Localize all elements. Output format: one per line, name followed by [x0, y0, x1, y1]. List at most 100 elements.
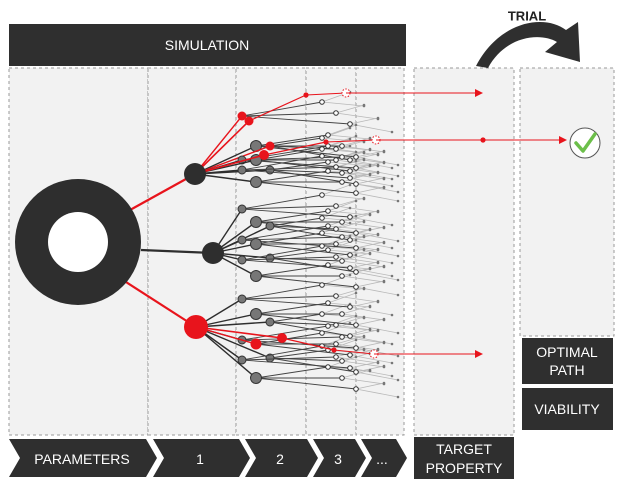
branch-l3-2-2-0 [269, 313, 323, 323]
light-node-329 [396, 378, 400, 382]
light-branch-223 [349, 267, 393, 277]
light-node-252 [376, 299, 380, 303]
leaf-node-35 [333, 146, 339, 152]
leaf-node-290 [339, 334, 345, 340]
light-branch-116 [355, 186, 385, 194]
red-path-2a [194, 154, 265, 175]
leaf-node-200 [339, 258, 345, 264]
red-path-3b [281, 337, 335, 351]
light-node-194 [390, 261, 394, 265]
simulation-tree [125, 88, 381, 392]
target-property-line1: TARGET [436, 441, 492, 457]
branch-root-3 [125, 281, 197, 328]
light-branch-248 [335, 295, 379, 303]
leaf-node-320 [339, 358, 345, 364]
light-node-177 [382, 240, 386, 244]
chevron-parameters [9, 439, 157, 477]
target-property-line2: PROPERTY [426, 460, 503, 476]
light-branch-201 [341, 252, 371, 262]
light-branch-311 [349, 348, 379, 356]
leaf-node-10 [347, 121, 353, 127]
light-node-242 [348, 273, 352, 277]
optimal-path-line2: PATH [549, 362, 584, 378]
light-node-222 [376, 260, 380, 264]
light-branch-191 [349, 248, 379, 256]
leaf-node-130 [347, 214, 353, 220]
light-node-87 [382, 176, 386, 180]
stage-label-step-2: 2 [276, 451, 284, 467]
node-l2-2-1 [250, 308, 262, 320]
light-branch-133 [349, 216, 393, 226]
branch-l3-1-2-0 [269, 217, 323, 227]
light-node-269 [396, 331, 400, 335]
leaf-node-310 [347, 352, 353, 358]
checkmark-icon [569, 127, 601, 159]
branch-l3-2-4-0 [255, 332, 323, 345]
leaf-node-240 [319, 282, 325, 288]
light-branch-198 [327, 249, 371, 255]
node-l2-2-7 [250, 372, 262, 384]
node-l2-0-5 [265, 165, 275, 175]
stage-label-step-more: ... [376, 451, 388, 467]
leaf-node-80 [339, 170, 345, 176]
leaf-node-110 [339, 179, 345, 185]
light-branch-358 [355, 388, 399, 398]
light-node-162 [376, 232, 380, 236]
red-path-2b [263, 141, 327, 156]
light-node-127 [362, 196, 366, 200]
stage-label-step-1: 1 [196, 451, 204, 467]
leaf-node-230 [339, 273, 345, 279]
light-node-299 [396, 354, 400, 358]
light-node-287 [354, 314, 358, 318]
light-branch-236 [355, 280, 385, 288]
light-branch-156 [335, 220, 365, 230]
leaf-node-155 [333, 226, 339, 232]
leaf-node-0 [319, 99, 325, 105]
light-branch-343 [349, 367, 393, 377]
light-node-292 [368, 327, 372, 331]
light-branch-296 [355, 341, 385, 349]
branch-root-2 [140, 248, 214, 255]
red-path-1c [305, 92, 347, 96]
light-node-359 [396, 395, 400, 399]
light-node-277 [362, 315, 366, 319]
light-node-217 [362, 247, 366, 251]
branch-l3-1-2-1 [269, 225, 337, 230]
red-node-1 [244, 116, 254, 126]
chevron-step-2 [245, 439, 318, 477]
node-l2-1-1 [250, 216, 262, 228]
light-node-337 [362, 347, 366, 351]
leaf-node-305 [333, 341, 339, 347]
leaf-node-85 [353, 181, 359, 187]
light-branch-208 [355, 271, 399, 281]
branch-l3-1-2-2 [269, 225, 351, 241]
light-node-284 [390, 342, 394, 346]
branch-l3-0-6-1 [241, 166, 337, 171]
leaf-node-120 [319, 192, 325, 198]
light-node-47 [354, 134, 358, 138]
node-l2-1-6 [237, 255, 247, 265]
branch-l3-2-0-2 [241, 298, 351, 308]
stage-chevrons [9, 439, 407, 477]
light-node-197 [354, 238, 358, 242]
light-branch-203 [341, 260, 385, 268]
light-node-267 [382, 317, 386, 321]
light-node-297 [382, 340, 386, 344]
light-node-307 [362, 334, 366, 338]
light-branch-21 [341, 137, 371, 147]
leaf-node-45 [325, 143, 331, 149]
leaf-node-105 [325, 168, 331, 174]
light-branch-128 [335, 205, 379, 213]
light-branch-266 [355, 318, 385, 326]
leaf-node-275 [333, 322, 339, 328]
light-node-314 [390, 361, 394, 365]
leaf-node-235 [353, 284, 359, 290]
panel-outcome [519, 67, 615, 337]
optimal-path-box [522, 338, 613, 384]
light-branch-353 [341, 377, 385, 385]
light-branch-261 [341, 305, 371, 315]
red-node-2 [259, 150, 269, 160]
leaf-node-20 [339, 143, 345, 149]
light-node-282 [376, 328, 380, 332]
branch-l3-1-3-0 [241, 225, 329, 241]
